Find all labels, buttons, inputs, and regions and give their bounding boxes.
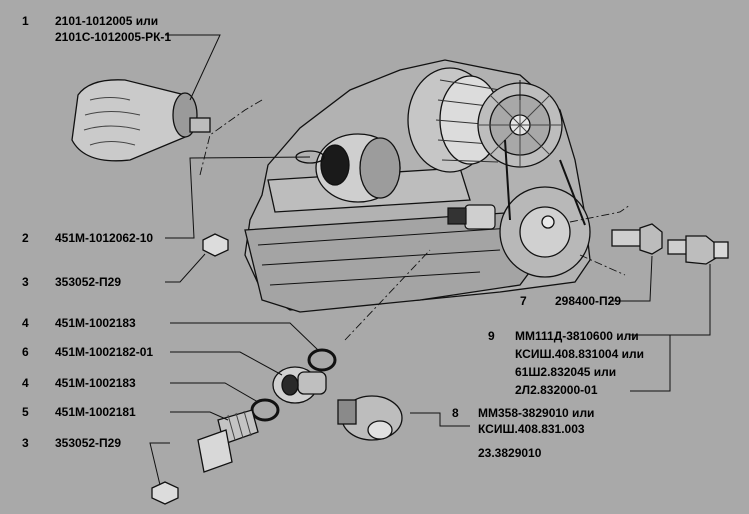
callout-6-line-1: 451М-1002182-01 <box>55 345 154 359</box>
callout-9-line-3: 61Ш2.832045 или <box>515 365 617 379</box>
callout-3a-number: 3 <box>22 275 29 289</box>
callout-7-number: 7 <box>520 294 527 308</box>
part-tee-fitting <box>272 366 327 404</box>
callout-7-line-1: 298400-П29 <box>555 294 622 308</box>
part-oil-filter <box>71 79 211 162</box>
callout-4b-number: 4 <box>22 376 29 390</box>
axis-lines <box>199 99 631 341</box>
part-washer-upper <box>307 348 337 372</box>
crank-pulley <box>499 139 591 278</box>
part-oil-pressure-sensor <box>337 395 403 441</box>
oil-filter-mounted <box>315 133 401 203</box>
pressure-sensor-mounted <box>447 204 496 230</box>
callout-8-number: 8 <box>452 406 459 420</box>
callout-9-line-2: КСИШ.408.831004 или <box>515 347 644 361</box>
part-plug-upper <box>202 233 229 257</box>
callout-1-line-1: 2101-1012005 или <box>55 14 159 28</box>
fan-pulley <box>477 82 563 168</box>
callout-8-line-3: 23.3829010 <box>478 446 542 460</box>
part-union-bolt <box>197 409 259 473</box>
callout-2-number: 2 <box>22 231 29 245</box>
part-washer-lower <box>250 398 280 422</box>
callout-6-number: 6 <box>22 345 29 359</box>
callout-2-line-1: 451М-1012062-10 <box>55 231 154 245</box>
leader-lines <box>149 34 711 486</box>
callout-5-number: 5 <box>22 405 29 419</box>
callout-1-number: 1 <box>22 14 29 28</box>
callout-4a-line-1: 451М-1002183 <box>55 316 136 330</box>
callout-8-line-1: ММ358-3829010 или <box>478 406 595 420</box>
part-plug-lower <box>151 481 179 505</box>
callout-8-line-2: КСИШ.408.831.003 <box>478 422 585 436</box>
callout-4a-number: 4 <box>22 316 29 330</box>
callout-4b-line-1: 451М-1002183 <box>55 376 136 390</box>
callout-1-line-2: 2101С-1012005-РК-1 <box>55 30 172 44</box>
callout-3a-line-1: 353052-П29 <box>55 275 122 289</box>
callout-3b-line-1: 353052-П29 <box>55 436 122 450</box>
part-adapter <box>611 223 663 255</box>
callout-9-line-1: ММ111Д-3810600 или <box>515 329 639 343</box>
callout-5-line-1: 451М-1002181 <box>55 405 136 419</box>
callout-9-line-4: 2Л2.832000-01 <box>515 383 598 397</box>
callout-9-number: 9 <box>488 329 495 343</box>
callout-3b-number: 3 <box>22 436 29 450</box>
part-indicator-sensor <box>667 235 729 265</box>
